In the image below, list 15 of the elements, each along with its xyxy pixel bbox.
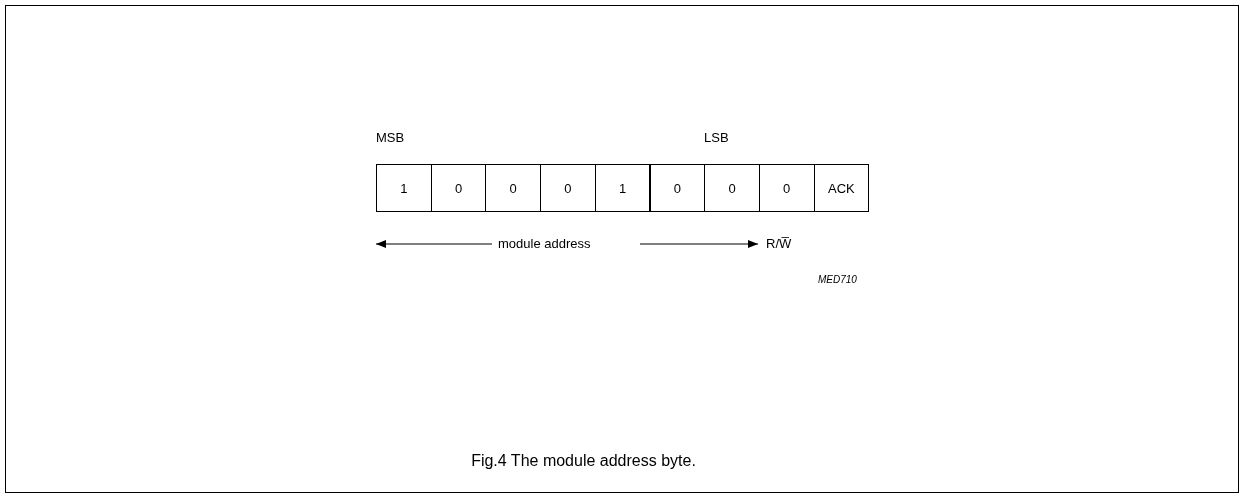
bit-cell: 1 [594, 164, 651, 212]
bit-cell: 0 [758, 164, 815, 212]
bit-cell: 0 [649, 164, 706, 212]
figure-code: MED710 [818, 274, 857, 285]
bit-cell: 0 [485, 164, 542, 212]
bit-label: MSB [376, 130, 405, 145]
bit-label: LSB [704, 130, 729, 145]
bit-cell: 1 [376, 164, 432, 212]
bit-label: R/W̅ [766, 236, 792, 251]
bit-cell: 0 [704, 164, 760, 212]
bit-cell: 0 [430, 164, 487, 212]
bit-cell: ACK [813, 164, 870, 212]
field-label: module address [498, 236, 591, 251]
figure-caption: Fig.4 The module address byte. [470, 452, 697, 470]
bit-cell: 0 [540, 164, 596, 212]
